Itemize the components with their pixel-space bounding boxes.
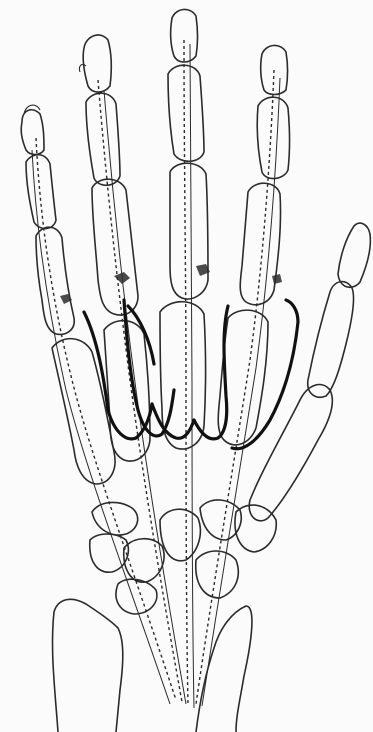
tendon-sheath-loops xyxy=(84,300,298,449)
carpal-capitate xyxy=(160,509,200,561)
tendon-little xyxy=(36,138,176,700)
index-middle-phalanx xyxy=(257,97,289,178)
tendon-middle-edge xyxy=(190,44,194,708)
thumb-distal-phalanx xyxy=(338,223,370,287)
middle-proximal-phalanx xyxy=(170,163,208,299)
middle-middle-phalanx xyxy=(168,65,204,161)
thumb-metacarpal xyxy=(249,385,332,521)
middle-finger xyxy=(160,9,208,449)
little-distal-phalanx xyxy=(21,110,44,155)
sheath-loop-middle-left xyxy=(152,404,194,438)
ring-proximal-phalanx xyxy=(92,179,138,315)
ring-middle-phalanx xyxy=(86,93,120,185)
carpal-bones xyxy=(90,500,277,614)
little-proximal-phalanx xyxy=(36,227,74,334)
index-proximal-phalanx xyxy=(240,183,280,304)
tendon-middle xyxy=(184,40,188,706)
sheath-loop-middle-index xyxy=(194,306,228,439)
radius-bone xyxy=(196,606,252,732)
forearm-bones xyxy=(53,599,252,732)
carpal-hamate xyxy=(124,539,164,582)
ring-distal-phalanx xyxy=(83,35,111,92)
shade-index-pip xyxy=(272,274,282,284)
thumb-proximal-phalanx xyxy=(308,282,354,398)
index-distal-phalanx xyxy=(261,45,288,94)
carpal-scaphoid xyxy=(196,551,239,598)
ulna-bone xyxy=(53,599,123,732)
little-middle-phalanx xyxy=(26,155,56,229)
